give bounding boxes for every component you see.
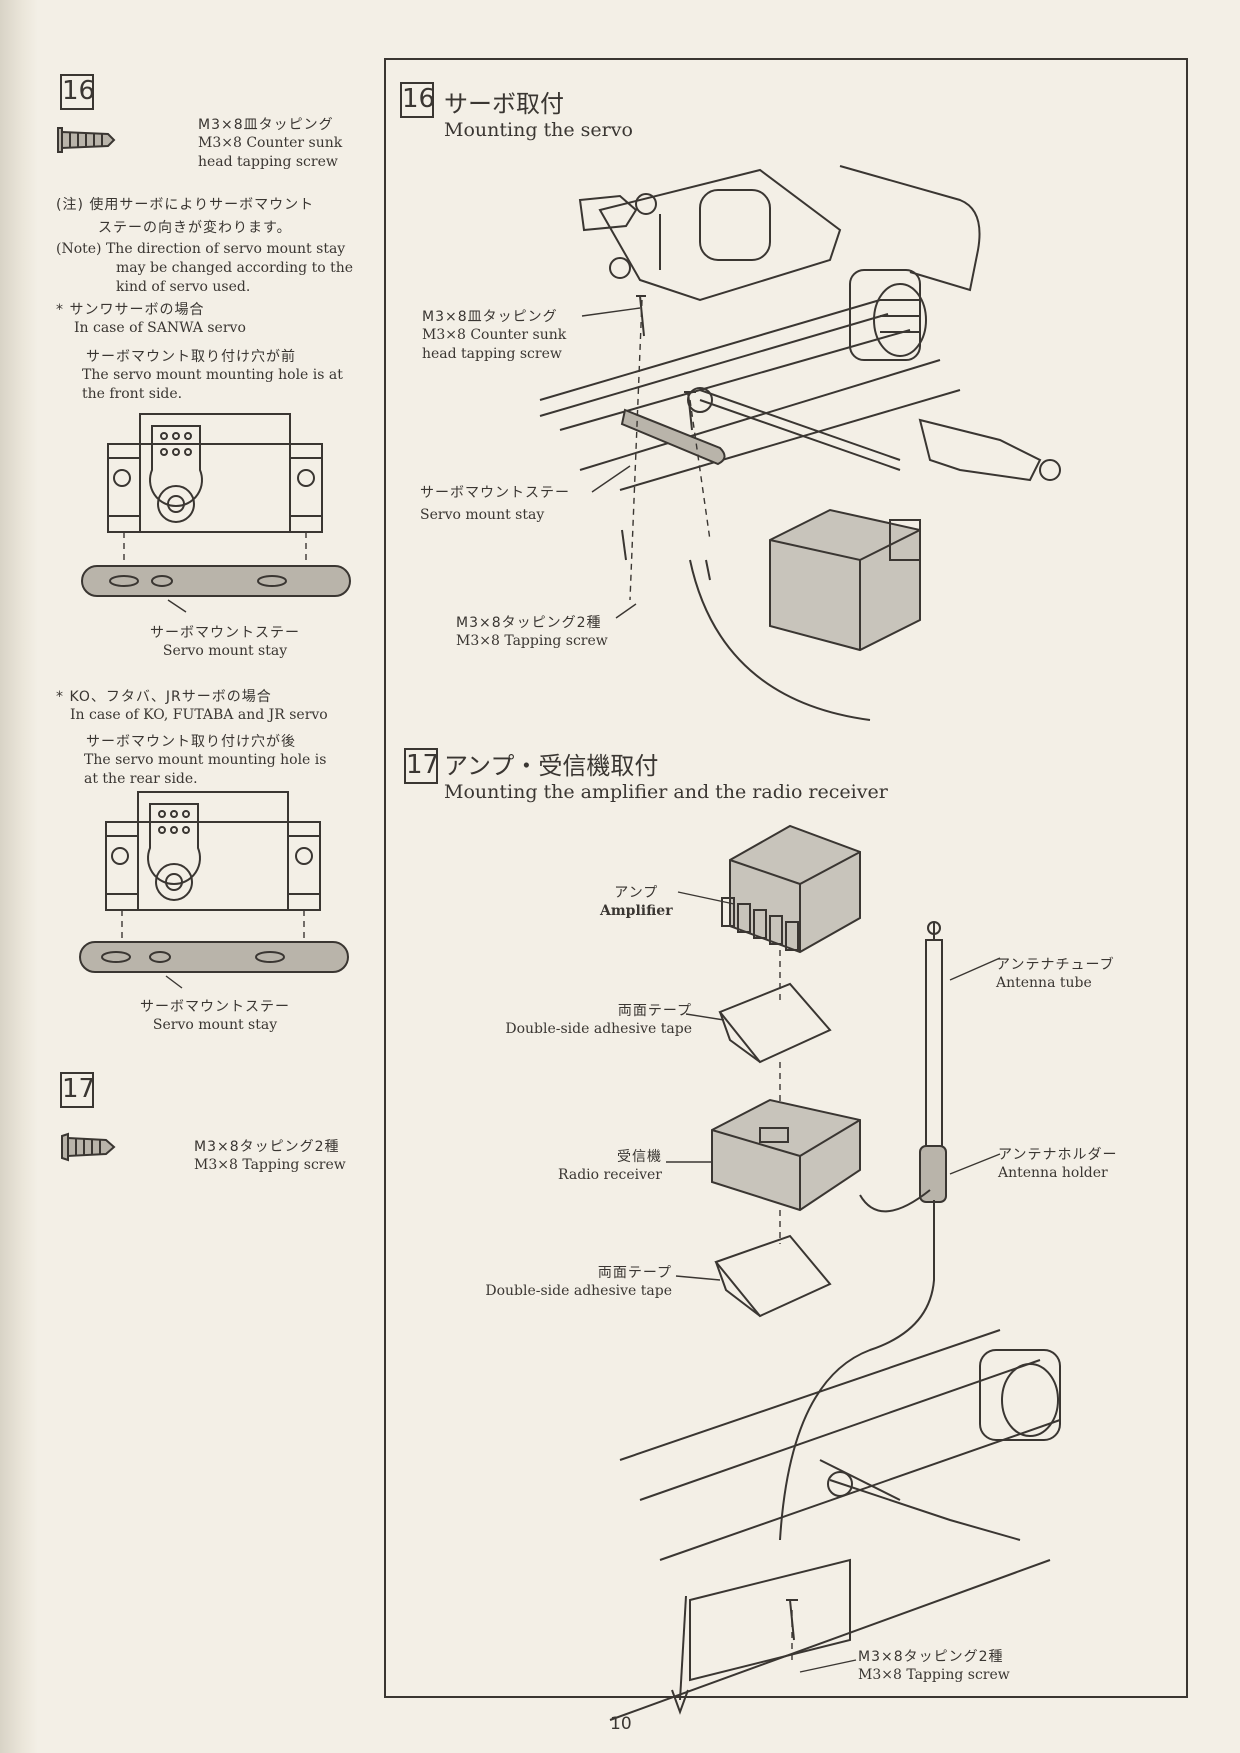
note-jp-line2: ステーの向きが変わります。 (98, 220, 292, 236)
amp-en: Amplifier (600, 903, 673, 919)
tape2-en: Double-side adhesive tape (485, 1283, 672, 1299)
countersunk-screw-icon (57, 127, 116, 153)
step17-title-jp: アンプ・受信機取付 (444, 752, 659, 780)
front-hole-en-line2: the front side. (82, 386, 183, 402)
label-stay-jp: サーボマウントステー (420, 485, 570, 501)
screw-en-line2: head tapping screw (198, 154, 338, 170)
stay2-en: Servo mount stay (152, 1017, 278, 1033)
frame-step-16-number: 16 (402, 84, 436, 114)
amp-jp: アンプ (614, 885, 659, 901)
stay2-caption: サーボマウントステー Servo mount stay (140, 996, 290, 1035)
step17-screw-jp: M3×8タッピング2種 (194, 1139, 340, 1155)
antenna-holder-en: Antenna holder (998, 1165, 1108, 1181)
step16-title-en: Mounting the servo (444, 119, 633, 141)
rx-jp: 受信機 (617, 1149, 662, 1165)
label-tap-en: M3×8 Tapping screw (456, 633, 608, 649)
bottom-tap-jp: M3×8タッピング2種 (858, 1649, 1004, 1665)
tape1-en: Double-side adhesive tape (505, 1021, 692, 1037)
tape1-jp: 両面テープ (617, 1003, 692, 1019)
servo-note: (注) 使用サーボによりサーボマウント ステーの向きが変わります。 (Note)… (56, 194, 386, 404)
rx-en: Radio receiver (558, 1167, 662, 1183)
note-en-line1: (Note) The direction of servo mount stay (56, 241, 346, 257)
instruction-frame (384, 58, 1188, 1698)
frame-step-17-number-box: 17 (404, 748, 440, 784)
label-stay-en: Servo mount stay (420, 507, 545, 523)
step-17-number: 17 (62, 1074, 96, 1104)
label-antenna-tube: アンテナチューブ Antenna tube (996, 954, 1115, 993)
label-radio-receiver: 受信機 Radio receiver (540, 1146, 662, 1185)
label-countersunk-screw: M3×8皿タッピング M3×8 Counter sunk head tappin… (422, 306, 566, 364)
frame-step-17-number: 17 (406, 750, 440, 780)
step16-title: サーボ取付 Mounting the servo (444, 84, 633, 141)
antenna-tube-jp: アンテナチューブ (996, 957, 1115, 973)
label-countersunk-en1: M3×8 Counter sunk (422, 327, 567, 343)
front-hole-en-line1: The servo mount mounting hole is at (82, 367, 343, 383)
front-hole-jp: サーボマウント取り付け穴が前 (86, 349, 296, 365)
label-tap-jp: M3×8タッピング2種 (456, 615, 602, 631)
step16-title-jp: サーボ取付 (444, 90, 564, 118)
tape2-jp: 両面テープ (597, 1265, 672, 1281)
ko-heading-en: In case of KO, FUTABA and JR servo (70, 707, 328, 723)
step16-screw-caption: M3×8皿タッピング M3×8 Counter sunk head tappin… (198, 114, 342, 172)
servo-diagram-ko-futaba-jr (79, 791, 349, 989)
stay1-caption: サーボマウントステー Servo mount stay (150, 622, 300, 661)
sanwa-heading-en: In case of SANWA servo (74, 320, 246, 336)
frame-step-16-number-box: 16 (400, 82, 436, 118)
servo-diagram-sanwa (81, 413, 351, 613)
tapping-screw-icon (61, 1132, 116, 1162)
screw-en-line1: M3×8 Counter sunk (198, 135, 343, 151)
page-number: 10 (610, 1714, 632, 1734)
label-amplifier: アンプ Amplifier (600, 882, 673, 921)
label-countersunk-jp: M3×8皿タッピング (422, 309, 558, 325)
bottom-tap-en: M3×8 Tapping screw (858, 1667, 1010, 1683)
label-countersunk-en2: head tapping screw (422, 346, 562, 362)
step-17-number-box: 17 (60, 1072, 96, 1108)
antenna-tube-en: Antenna tube (996, 975, 1092, 991)
rear-hole-jp: サーボマウント取り付け穴が後 (86, 734, 296, 750)
chassis-servo-illustration (539, 165, 1061, 721)
antenna-holder-jp: アンテナホルダー (998, 1147, 1118, 1163)
sanwa-heading-jp: * サンワサーボの場合 (56, 302, 205, 318)
rear-hole-en-line1: The servo mount mounting hole is (84, 752, 327, 768)
ko-futaba-note: * KO、フタバ、JRサーボの場合 In case of KO, FUTABA … (56, 686, 386, 789)
note-en-line3: kind of servo used. (116, 279, 251, 295)
step-16-number-box: 16 (60, 74, 96, 110)
leader-lines (581, 307, 1001, 1673)
step-16-number: 16 (62, 76, 96, 106)
page-binding-shadow (0, 0, 38, 1753)
label-servo-mount-stay: サーボマウントステー Servo mount stay (420, 482, 570, 525)
step17-title-en: Mounting the amplifier and the radio rec… (444, 781, 888, 803)
rear-hole-en-line2: at the rear side. (84, 771, 198, 787)
label-tapping-screw: M3×8タッピング2種 M3×8 Tapping screw (456, 612, 608, 651)
stay1-en: Servo mount stay (162, 643, 288, 659)
step17-title: アンプ・受信機取付 Mounting the amplifier and the… (444, 746, 888, 803)
ko-heading-jp: * KO、フタバ、JRサーボの場合 (56, 689, 272, 705)
label-bottom-tapping-screw: M3×8タッピング2種 M3×8 Tapping screw (858, 1646, 1010, 1685)
label-tape-2: 両面テープ Double-side adhesive tape (468, 1262, 672, 1301)
stay2-jp: サーボマウントステー (140, 999, 290, 1015)
amplifier-receiver-illustration (609, 824, 1061, 1721)
step17-screw-en: M3×8 Tapping screw (194, 1157, 346, 1173)
note-en-line2: may be changed according to the (116, 260, 354, 276)
stay1-jp: サーボマウントステー (150, 625, 300, 641)
screw-jp: M3×8皿タッピング (198, 117, 334, 133)
note-jp-line1: (注) 使用サーボによりサーボマウント (56, 197, 315, 213)
step17-screw-caption: M3×8タッピング2種 M3×8 Tapping screw (194, 1136, 346, 1175)
label-antenna-holder: アンテナホルダー Antenna holder (998, 1144, 1117, 1183)
label-tape-1: 両面テープ Double-side adhesive tape (488, 1000, 692, 1039)
